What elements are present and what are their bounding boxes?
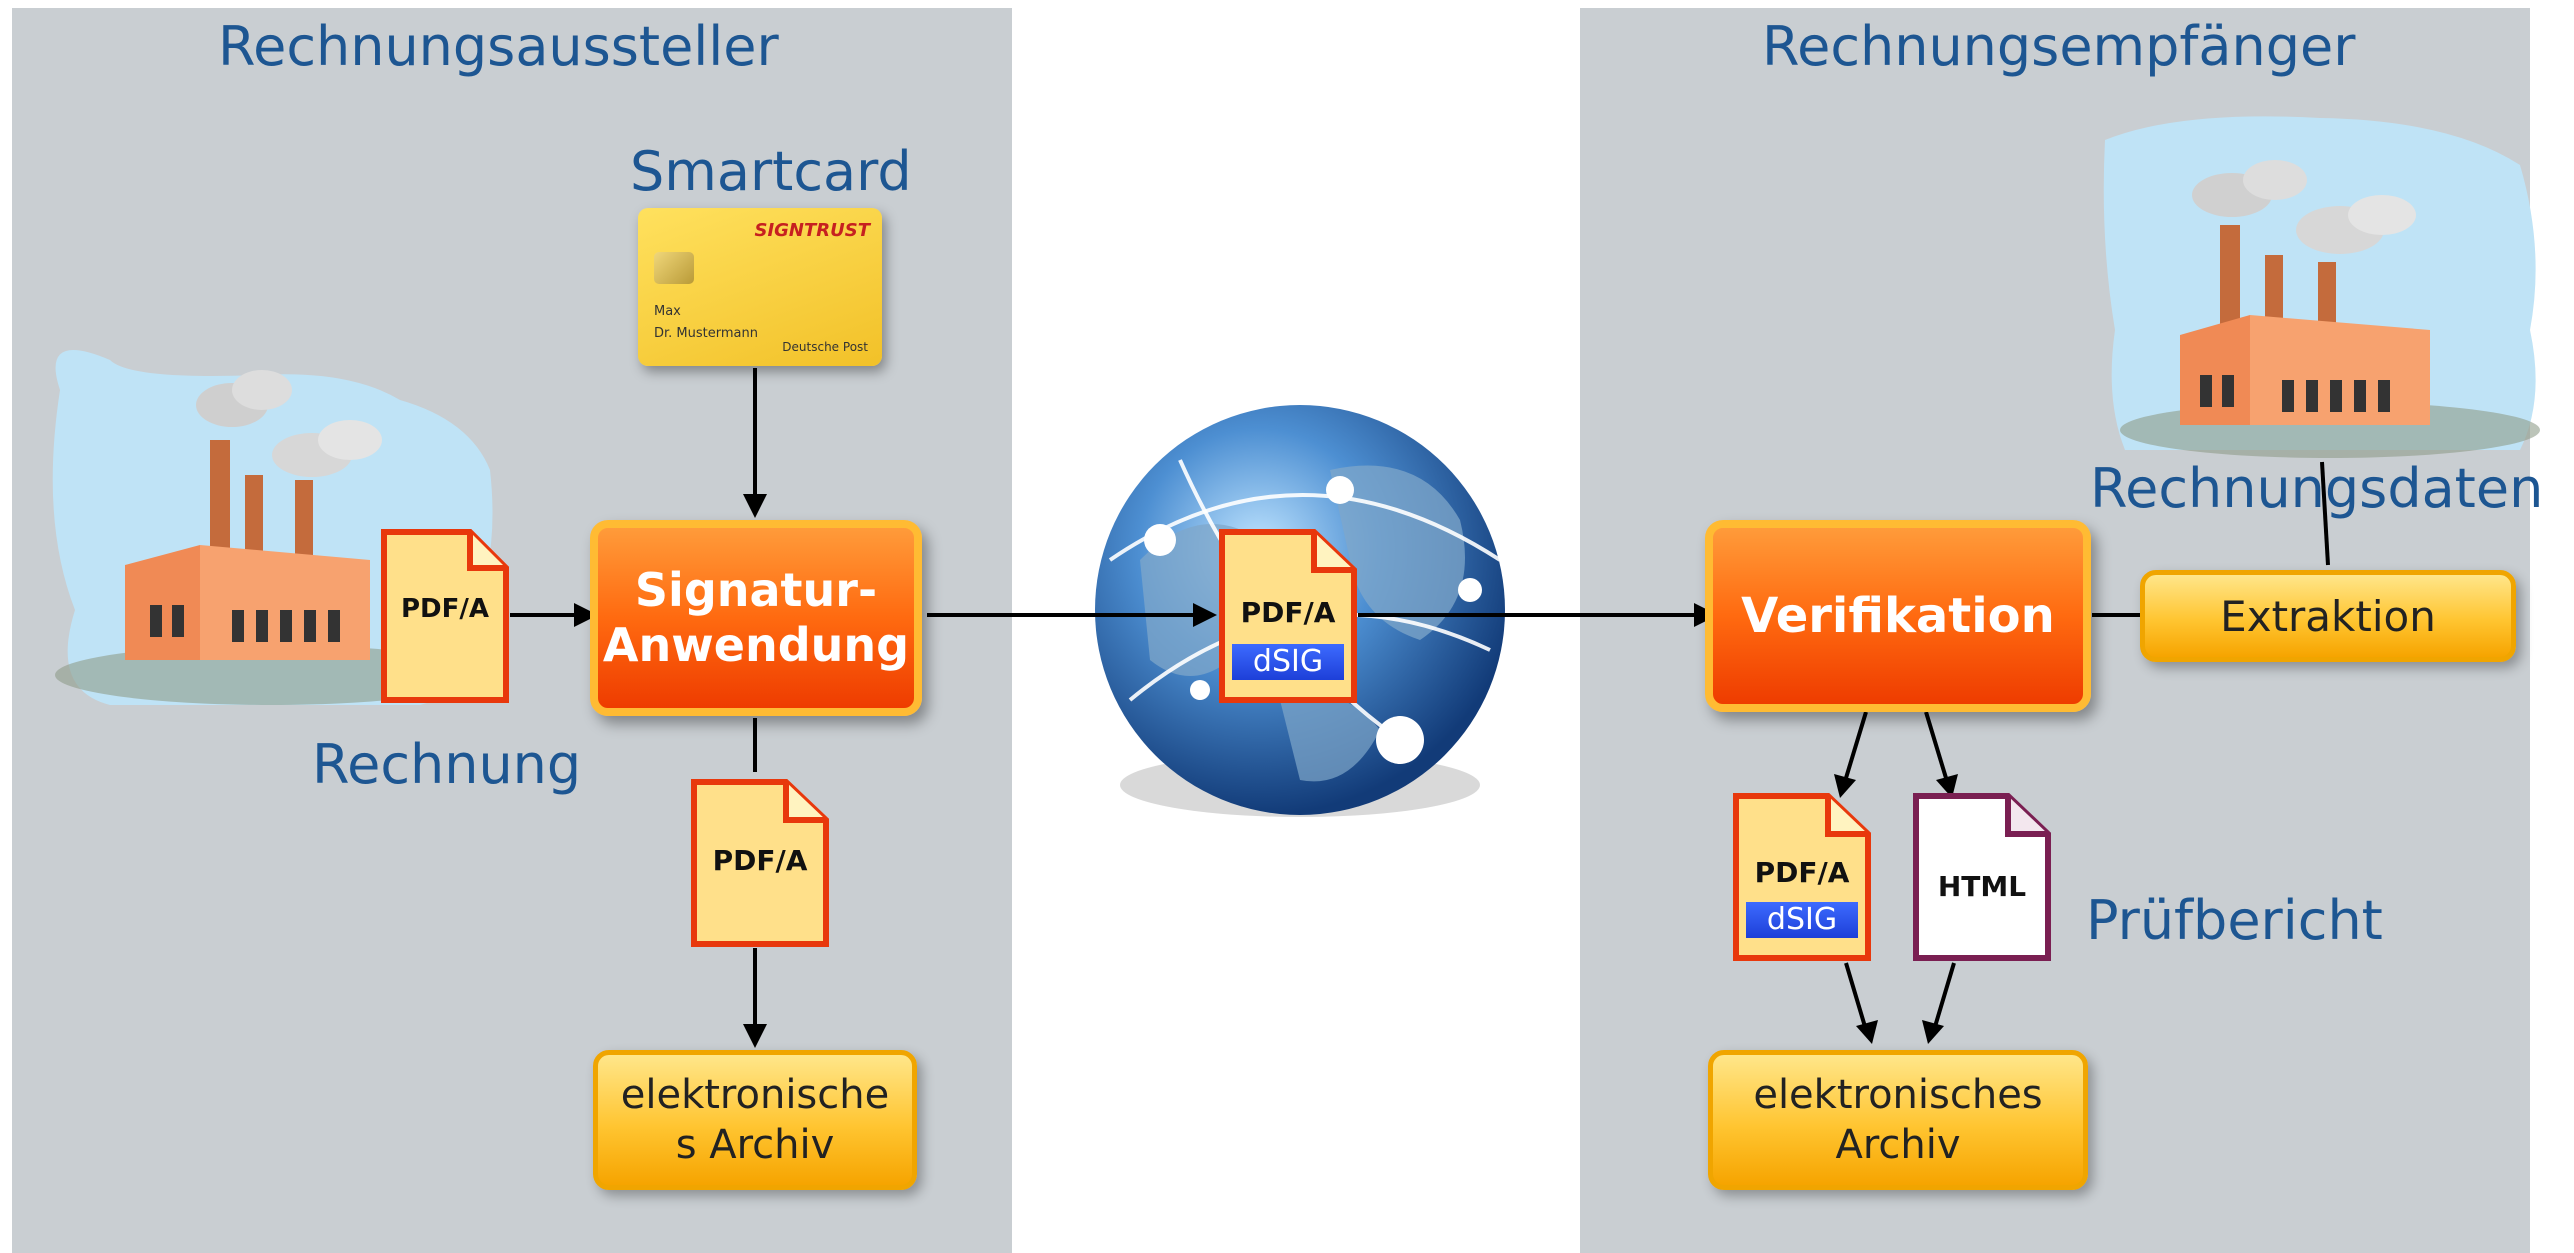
issuer-title: Rechnungsaussteller	[218, 15, 779, 78]
smartcard-icon: SIGNTRUST Max Dr. Mustermann Deutsche Po…	[638, 208, 882, 366]
pdfa-label: PDF/A	[1754, 856, 1850, 889]
rechnung-label: Rechnung	[312, 733, 582, 796]
signatur-line1: Signatur-	[634, 562, 878, 617]
verifikation-box: Verifikation	[1705, 520, 2091, 712]
smartcard-chip	[654, 252, 694, 284]
html-label: HTML	[1937, 870, 2027, 903]
archiv-right-line2: Archiv	[1835, 1122, 1961, 1168]
signatur-line2: Anwendung	[602, 618, 910, 672]
dsig-label: dSIG	[1232, 644, 1344, 680]
archiv-right-line1: elektronisches	[1753, 1072, 2043, 1118]
signatur-anwendung-box: Signatur- Anwendung	[590, 520, 922, 716]
elektronisches-archiv-box-left: elektronische s Archiv	[593, 1050, 917, 1190]
smartcard-label: Smartcard	[630, 140, 912, 203]
extraktion-box: Extraktion	[2140, 570, 2516, 662]
html-report-document: HTML	[1912, 792, 2052, 962]
pdfa-document-archive: PDF/A	[690, 778, 830, 948]
pdfa-label: PDF/A	[1240, 596, 1336, 629]
pruefbericht-label: Prüfbericht	[2086, 889, 2383, 952]
smartcard-holder-first: Max	[654, 304, 681, 319]
extraktion-label: Extraktion	[2220, 591, 2436, 641]
signed-pdfa-document-transfer: PDF/A dSIG	[1218, 528, 1358, 704]
archiv-left-line2: s Archiv	[675, 1122, 835, 1168]
pdfa-label: PDF/A	[712, 844, 808, 877]
elektronisches-archiv-box-right: elektronisches Archiv	[1708, 1050, 2088, 1190]
smartcard-issuer: Deutsche Post	[782, 340, 868, 354]
smartcard-holder-name: Dr. Mustermann	[654, 326, 758, 341]
pdfa-document-invoice: PDF/A	[380, 528, 510, 704]
archiv-left-line1: elektronische	[620, 1072, 890, 1118]
pdfa-label: PDF/A	[400, 594, 490, 624]
signed-pdfa-document-received: PDF/A dSIG	[1732, 792, 1872, 962]
dsig-label: dSIG	[1746, 902, 1858, 938]
verifikation-label: Verifikation	[1741, 588, 2055, 644]
recipient-title: Rechnungsempfänger	[1762, 15, 2356, 78]
rechnungsdaten-label: Rechnungsdaten	[2090, 457, 2544, 520]
smartcard-brand: SIGNTRUST	[754, 220, 871, 241]
